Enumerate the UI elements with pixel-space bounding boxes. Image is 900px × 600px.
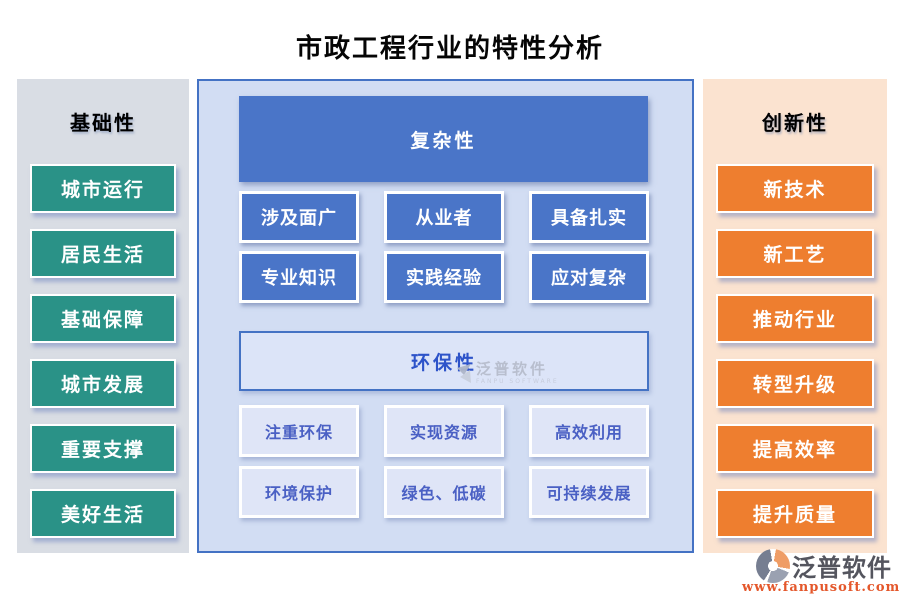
footer-brand-name: 泛普软件 [792,554,892,582]
panel-innovation-header: 创新性 [762,111,828,135]
fanpu-logo-icon [756,548,790,583]
node-complexity-header: 复杂性 [239,96,648,182]
panel-innovation: 创新性 新技术 新工艺 推动行业 转型升级 提高效率 提升质量 [703,79,887,553]
watermark-logo-icon [457,364,471,383]
node-wide-coverage: 涉及面广 [239,191,359,243]
node-transform-upgrade: 转型升级 [716,359,874,408]
node-env-protection: 环境保护 [239,466,359,518]
center-watermark: 泛普软件 FANPU SOFTWARE [455,361,559,385]
node-efficient-use: 高效利用 [529,405,649,457]
node-new-technology: 新技术 [716,164,874,213]
node-practitioners: 从业者 [384,191,504,243]
node-improve-efficiency: 提高效率 [716,424,874,473]
node-environment-header: 环保性 [239,331,649,391]
node-experience: 实践经验 [384,251,504,303]
node-resident-life: 居民生活 [30,229,176,278]
node-expertise: 专业知识 [239,251,359,303]
node-solid-grounding: 具备扎实 [529,191,649,243]
node-resource: 实现资源 [384,405,504,457]
footer-brand: 泛普软件 www.fanpusoft.com [742,548,900,595]
node-green-lowcarbon: 绿色、低碳 [384,466,504,518]
node-sustainable: 可持续发展 [529,466,649,518]
footer-brand-url[interactable]: www.fanpusoft.com [742,580,900,595]
panel-center: 复杂性 涉及面广 从业者 具备扎实 专业知识 实践经验 应对复杂 环保性 注重环… [197,79,694,553]
page-title: 市政工程行业的特性分析 [295,34,604,64]
panel-basic: 基础性 城市运行 居民生活 基础保障 城市发展 重要支撑 美好生活 [17,79,189,553]
node-handle-complex: 应对复杂 [529,251,649,303]
node-key-support: 重要支撑 [30,424,176,473]
node-drive-industry: 推动行业 [716,294,874,343]
node-env-focus: 注重环保 [239,405,359,457]
node-improve-quality: 提升质量 [716,489,874,538]
node-city-operation: 城市运行 [30,164,176,213]
node-city-development: 城市发展 [30,359,176,408]
watermark-brand-subtext: FANPU SOFTWARE [476,377,559,385]
node-new-craft: 新工艺 [716,229,874,278]
watermark-brand-text: 泛普软件 [476,360,549,378]
node-better-life: 美好生活 [30,489,176,538]
panel-basic-header: 基础性 [70,111,136,135]
node-basic-support: 基础保障 [30,294,176,343]
